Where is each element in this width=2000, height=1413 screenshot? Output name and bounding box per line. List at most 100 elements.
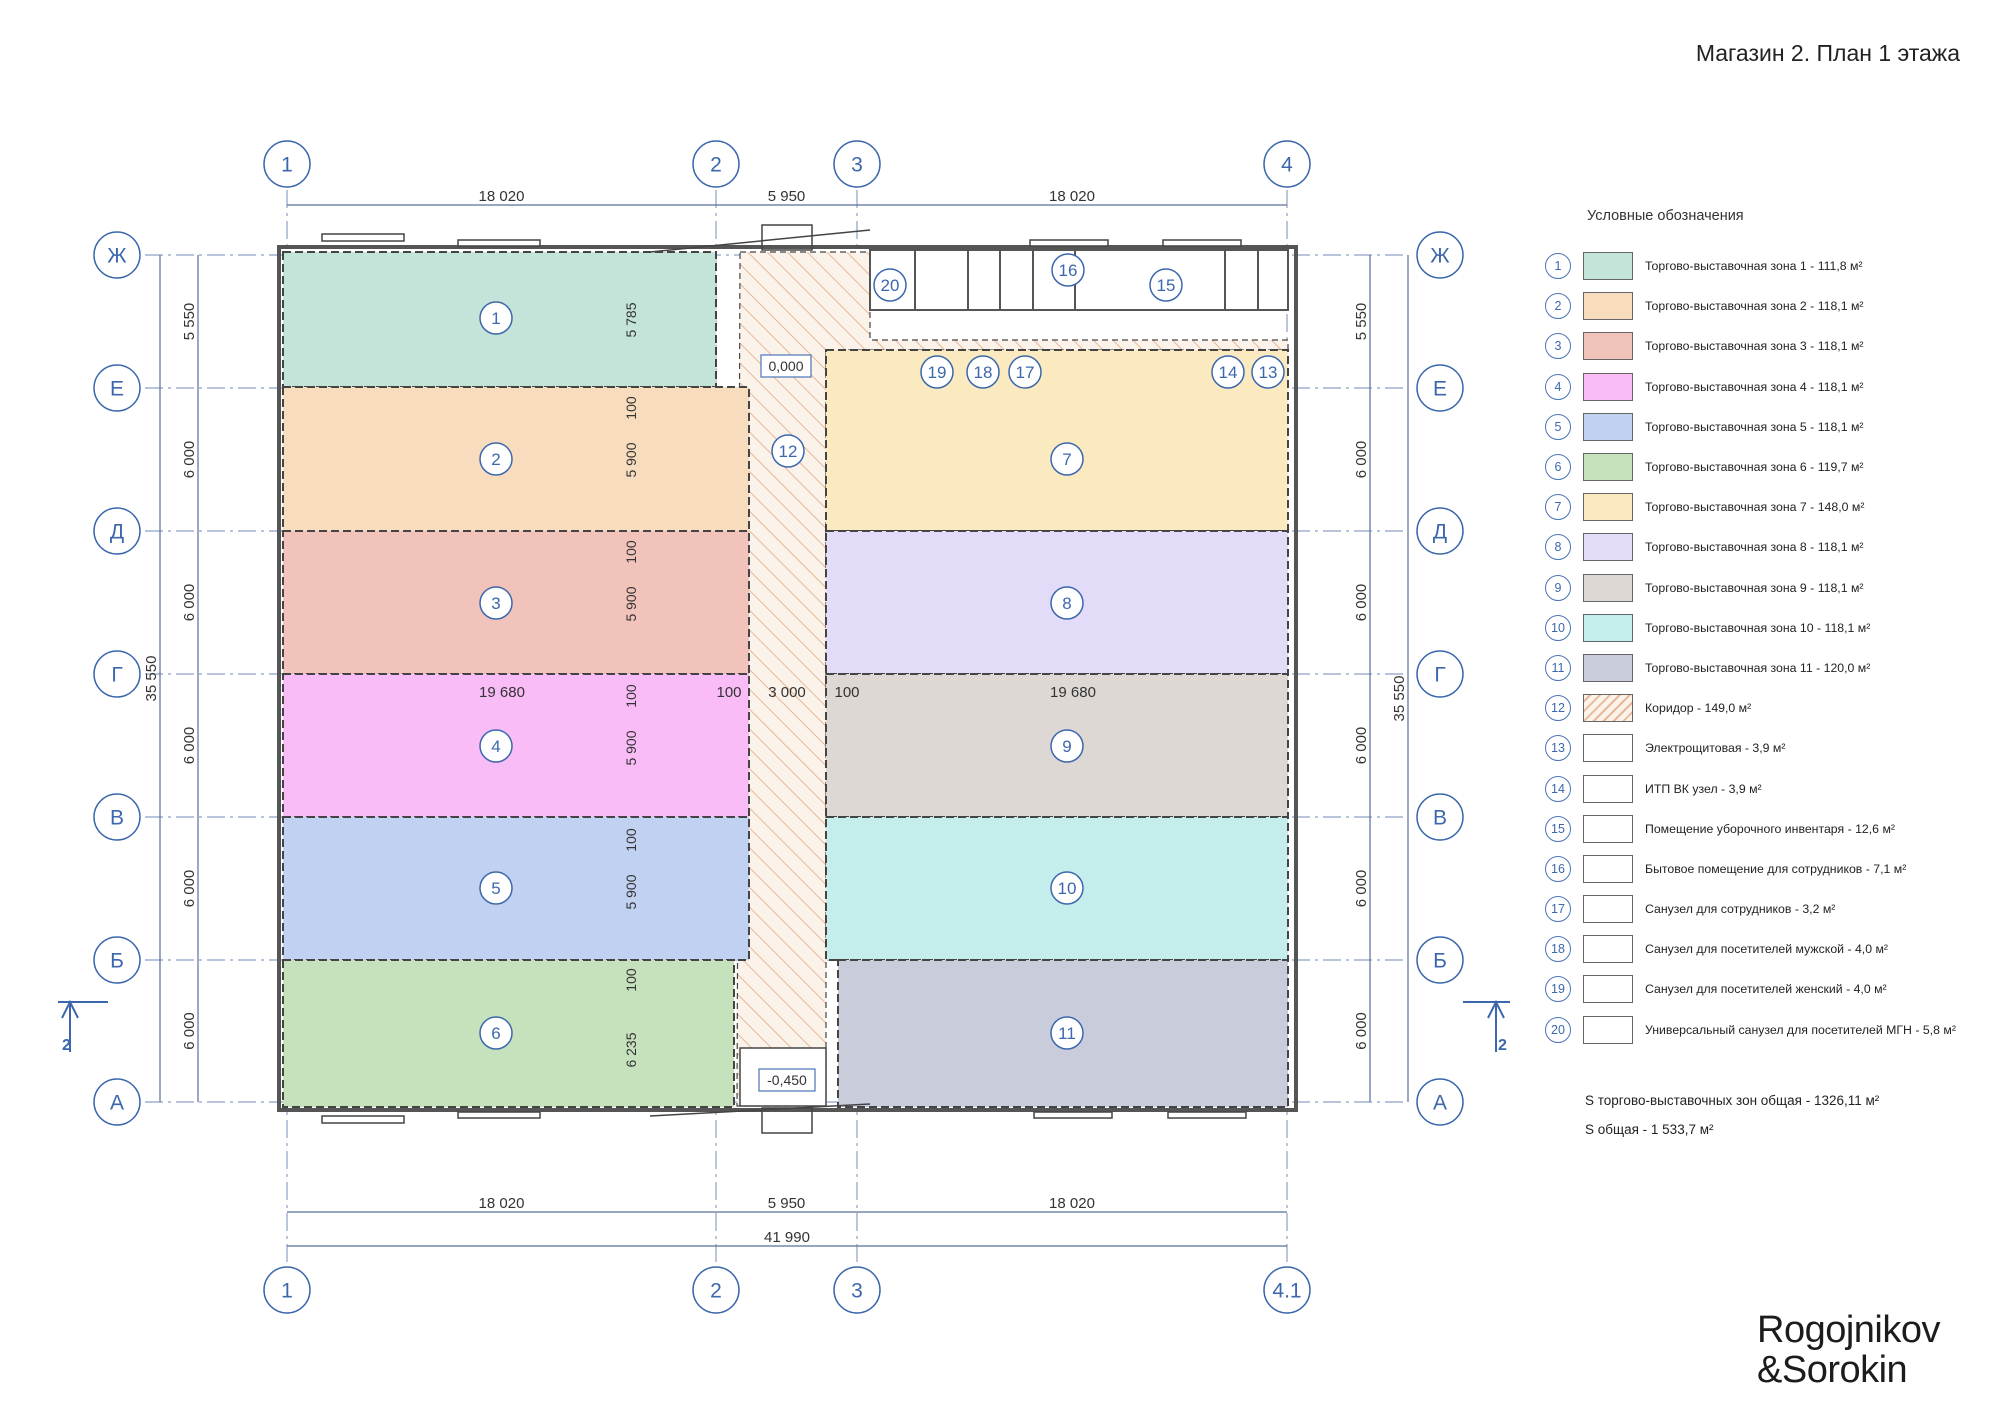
axis-row-left-5-label: Б	[110, 950, 124, 973]
axis-row-left-4: В	[93, 793, 141, 841]
dim-right-row-3: 6 000	[1353, 727, 1370, 765]
axis-col-top-1: 2	[692, 140, 740, 188]
axis-col-top-0: 1	[263, 140, 311, 188]
legend-label: Торгово-выставочная зона 6 - 119,7 м²	[1645, 460, 1864, 475]
legend-label: Коридор - 149,0 м²	[1645, 701, 1752, 716]
legend-number: 2	[1545, 293, 1571, 320]
section-mark-left	[58, 999, 108, 1052]
legend-label: Торгово-выставочная зона 7 - 148,0 м²	[1645, 500, 1865, 515]
dim-left-row-0: 5 550	[181, 303, 198, 341]
dim-left-row-3: 6 000	[181, 727, 198, 765]
level-0: 0,000	[768, 358, 803, 374]
room-marker-3-label: 3	[491, 594, 500, 613]
axis-row-left-2: Д	[93, 507, 141, 555]
legend-number: 1	[1545, 253, 1571, 280]
dim-total-height-right: 35 550	[1391, 676, 1408, 722]
legend-swatch	[1583, 975, 1633, 1004]
room-marker-9: 9	[1050, 729, 1084, 763]
dim-right-row-0: 5 550	[1353, 303, 1370, 341]
section-mark-right-label: 2	[1498, 1037, 1507, 1054]
room-marker-12-label: 12	[779, 442, 798, 461]
dim-inner-7: 100	[623, 828, 639, 852]
axis-col-bottom-0-label: 1	[281, 1280, 293, 1303]
level-tag-top: 0,000	[760, 354, 812, 378]
axis-row-right-5: Б	[1416, 936, 1464, 984]
legend-swatch	[1583, 493, 1633, 522]
legend-swatch	[1583, 332, 1633, 361]
legend-label: Торгово-выставочная зона 8 - 118,1 м²	[1645, 540, 1864, 555]
outer-wall	[277, 245, 1298, 1112]
legend-swatch	[1583, 252, 1633, 281]
axis-col-top-3-label: 4	[1281, 154, 1293, 177]
axis-col-top-1-label: 2	[710, 154, 722, 177]
legend-swatch	[1583, 694, 1633, 723]
dim-inner-10: 6 235	[623, 1032, 639, 1067]
axis-row-right-6-label: А	[1433, 1092, 1447, 1115]
axis-row-left-5: Б	[93, 936, 141, 984]
dim-inner-1: 100	[623, 396, 639, 420]
legend-label: Помещение уборочного инвентаря - 12,6 м²	[1645, 821, 1895, 836]
legend-number: 6	[1545, 454, 1571, 481]
legend-label: Торгово-выставочная зона 9 - 118,1 м²	[1645, 580, 1864, 595]
axis-col-bottom-3-label: 4.1	[1272, 1280, 1301, 1303]
room-marker-17: 17	[1008, 355, 1042, 389]
room-marker-5-label: 5	[491, 879, 500, 898]
room-marker-20: 20	[873, 268, 907, 302]
axis-row-right-1-label: Е	[1433, 378, 1447, 401]
axis-row-left-4-label: В	[110, 807, 124, 830]
legend-item: 6 Торгово-выставочная зона 6 - 119,7 м²	[1545, 447, 2000, 487]
room-marker-7: 7	[1050, 442, 1084, 476]
room-marker-4: 4	[479, 729, 513, 763]
legend-number: 8	[1545, 534, 1571, 561]
axis-col-bottom-1: 2	[692, 1266, 740, 1314]
axis-col-top-3: 4	[1263, 140, 1311, 188]
axis-col-bottom-2-label: 3	[851, 1280, 863, 1303]
legend-number: 12	[1545, 695, 1571, 722]
dim-top-1: 5 950	[768, 188, 806, 205]
legend-label: Торгово-выставочная зона 4 - 118,1 м²	[1645, 379, 1864, 394]
dimension-lines	[159, 204, 1409, 1247]
room-marker-3: 3	[479, 586, 513, 620]
axis-row-right-0-label: Ж	[1430, 245, 1450, 268]
axis-row-right-4-label: В	[1433, 807, 1447, 830]
dim-right-row-1: 6 000	[1353, 441, 1370, 479]
level-tag-bottom: -0,450	[758, 1068, 816, 1092]
legend-item: 8 Торгово-выставочная зона 8 - 118,1 м²	[1545, 527, 2000, 567]
axis-row-right-6: А	[1416, 1078, 1464, 1126]
legend-label: Торгово-выставочная зона 3 - 118,1 м²	[1645, 339, 1864, 354]
legend-label: Торгово-выставочная зона 11 - 120,0 м²	[1645, 660, 1871, 675]
overall-total: S общая - 1 533,7 м²	[1585, 1122, 1714, 1137]
axis-row-right-3: Г	[1416, 650, 1464, 698]
dim-inner-0: 5 785	[623, 302, 639, 337]
room-marker-1-label: 1	[491, 309, 500, 328]
dim-bottom-2: 18 020	[1049, 1195, 1095, 1212]
room-marker-9-label: 9	[1062, 737, 1071, 756]
section-mark-left-label: 2	[62, 1037, 71, 1054]
dim-bottom-1: 5 950	[768, 1195, 806, 1212]
axis-col-bottom-3: 4.1	[1263, 1266, 1311, 1314]
room-marker-15-label: 15	[1157, 276, 1176, 295]
room-marker-15: 15	[1149, 268, 1183, 302]
legend-number: 3	[1545, 333, 1571, 360]
legend-number: 20	[1545, 1016, 1571, 1043]
legend-swatch	[1583, 734, 1633, 763]
room-marker-13: 13	[1251, 355, 1285, 389]
legend-swatch	[1583, 935, 1633, 964]
axis-row-right-2-label: Д	[1433, 521, 1447, 544]
legend-swatch	[1583, 613, 1633, 642]
room-marker-11: 11	[1050, 1016, 1084, 1050]
legend-swatch	[1583, 653, 1633, 682]
room-marker-19-label: 19	[928, 363, 947, 382]
dim-left-row-5: 6 000	[181, 1012, 198, 1050]
dim-mid-2: 3 000	[768, 684, 806, 701]
